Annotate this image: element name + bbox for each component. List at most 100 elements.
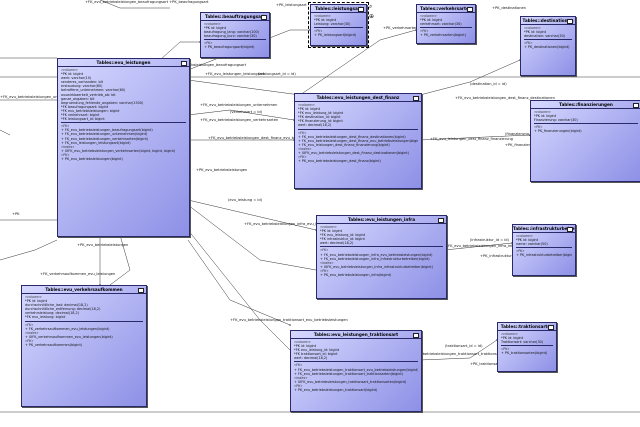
column: *FK evu_leistung: bigint bbox=[25, 315, 66, 320]
column: wert: decimal(18,2) bbox=[320, 241, 354, 246]
table-icon bbox=[413, 95, 419, 101]
stereotype: «column» bbox=[298, 103, 315, 107]
stereotype: «PK» bbox=[420, 29, 429, 34]
edge-label-left-pk: +PK bbox=[12, 212, 20, 216]
operation: + PK_beaufragungsart(bigint) bbox=[204, 45, 255, 50]
column: *FK evu_leistung_id: bigint bbox=[294, 348, 340, 353]
operation: + PK_evu_betriebsleistungen_dest_finanz(… bbox=[298, 159, 381, 164]
operation: + IXFK_evu_betriebsleistungen_verkehrsar… bbox=[61, 148, 176, 153]
stereotype: «FK» bbox=[61, 124, 70, 129]
edge-label-fk-verkehrsarten: +FK_evu_betriebsleistungen_verkehrsarten bbox=[200, 118, 279, 122]
operation: + PK_infrastrukturbetreiber(bigint) bbox=[516, 253, 572, 258]
column: *FK infrastruktur_id: bigint bbox=[320, 237, 365, 242]
stereotype: «column» bbox=[524, 26, 541, 30]
table-icon bbox=[358, 6, 364, 12]
column: *PK id: bigint bbox=[534, 114, 557, 119]
edge-label-fk-traktion: +FK_evu_betriebsleistungen_traktionsart_… bbox=[230, 318, 348, 322]
edge-label-fk-finanzierung: +FK_evu_leistungen_dest_finanz_finanzier… bbox=[430, 137, 513, 141]
table-title: Tables::infrastrukturbetreiber bbox=[513, 226, 575, 233]
stereotype: «PK» bbox=[298, 155, 307, 160]
column: *PK id: bigint bbox=[420, 18, 443, 23]
column: *PK id: bigint bbox=[524, 30, 547, 35]
column: *FK destination_id: bigint bbox=[298, 115, 341, 120]
column: beaufragung_lang: varchar(100) bbox=[204, 30, 259, 35]
table-title: Tables::leistungsart bbox=[311, 5, 366, 13]
stereotype: «PK» bbox=[534, 125, 543, 130]
stereotype: «column» bbox=[320, 225, 337, 229]
table-title: Tables::beauftragungsart bbox=[201, 13, 269, 21]
edge-label-pk-finanzierungen: +PK_finanzierungen bbox=[505, 143, 542, 147]
column: *PK id: bigint bbox=[25, 299, 48, 304]
operation: + IXFK_verkehrsaufkommen_evu_leistungen(… bbox=[25, 334, 113, 339]
operation: + FK_evu_betriebsleistungen_dest_finanz_… bbox=[298, 134, 406, 139]
table-icon bbox=[467, 6, 473, 12]
operation: + PK_verkehrsaufkommen(bigint) bbox=[25, 343, 83, 348]
column: *PK id: bigint bbox=[298, 107, 321, 112]
operation: + FK_verkehrsaufkommen_evu_leistungen(bi… bbox=[25, 326, 110, 331]
stereotype: «FK» bbox=[320, 248, 329, 253]
table-evu-leistungen-dest-finanz[interactable]: Tables::evu_leistungen_dest_finanz «colu… bbox=[294, 93, 422, 189]
table-leistungsart[interactable]: Tables::leistungsart «column» *PK id: bi… bbox=[308, 2, 369, 48]
table-title: Tables::evu_leistungen_dest_finanz bbox=[295, 94, 421, 102]
column: *FK evu_leistung_id: bigint bbox=[298, 111, 344, 116]
operation: + IXFK_evu_betriebsleistungen_dest_finan… bbox=[298, 151, 409, 156]
operation: + PK_traktionsarten(bigint) bbox=[501, 351, 548, 356]
column: *PK id: bigint bbox=[204, 26, 227, 31]
column: name: varchar(50) bbox=[516, 242, 548, 247]
column: *PK id: bigint bbox=[61, 72, 84, 77]
stereotype: «PK» bbox=[320, 268, 329, 273]
edge-label-fk-dest: +FK_evu_betriebsleistungen_dest_finanz_d… bbox=[455, 96, 555, 100]
zoom-icon[interactable]: ⊕ bbox=[369, 13, 375, 20]
stereotype: «PK» bbox=[314, 29, 323, 34]
stereotype: «PK» bbox=[294, 383, 303, 388]
operation: + FK_evu_leistungen_leistungsart(bigint) bbox=[61, 140, 131, 145]
table-title: Tables::evu_leistungen_traktionsart bbox=[291, 331, 421, 339]
search-icon[interactable]: ⌕ bbox=[369, 3, 373, 10]
table-evu-leistungen-infra[interactable]: Tables::evu_leistungen_infra «column» *P… bbox=[316, 215, 447, 299]
edge-label-fk-infra-betreiber: +FK_evu_betriebsleistungen_infra_infrast… bbox=[445, 244, 547, 248]
table-evu-leistungen-traktionsart[interactable]: Tables::evu_leistungen_traktionsart «col… bbox=[290, 330, 422, 412]
operation: + PK_destinationen(bigint) bbox=[524, 45, 570, 50]
edge-label-pk-infra: +PK_infrastrukturbetreiber bbox=[480, 254, 529, 258]
operation: + PK_evu_betriebsleistungen(bigint) bbox=[61, 156, 123, 161]
table-icon bbox=[138, 287, 144, 293]
column: wert: decimal(18,2) bbox=[298, 123, 332, 128]
edge-label-pk-evu-2: +PK_evu_betriebsleistungen bbox=[77, 243, 129, 247]
stereotype: «PK» bbox=[501, 347, 510, 352]
edge-label-fk-verkehrsaufkommen: +FK_verkehrsaufkommen_evu_leistungen bbox=[40, 272, 116, 276]
stereotype: «PK» bbox=[524, 41, 533, 46]
table-verkehrsarten[interactable]: Tables::verkehrsarten «column» *PK id: b… bbox=[416, 4, 476, 44]
operation: + FK_evu_betriebsleistungen_infra_evu_be… bbox=[320, 252, 433, 257]
edge-label-infra-id: (infrastruktur_id = id) bbox=[470, 238, 509, 242]
table-evu-leistungen[interactable]: Tables::evu_leistungen «column» *PK id: … bbox=[57, 58, 190, 237]
column: erstaudung: varchar(60) bbox=[61, 84, 103, 89]
table-beaufragungsart[interactable]: Tables::beauftragungsart «column» *PK id… bbox=[200, 12, 270, 58]
stereotype: «column» bbox=[516, 234, 533, 238]
table-icon bbox=[181, 60, 187, 66]
operation: + PK_verkehrsarten(bigint) bbox=[420, 33, 466, 38]
edge-label-pk-destinationen: +PK_destinationen bbox=[492, 6, 526, 10]
table-traktionsarten[interactable]: Tables::traktionsarten «column» *PK id: … bbox=[497, 322, 557, 372]
edge-label-top: +FK_evu_betriebsleistungen_beaufragungsa… bbox=[85, 0, 209, 4]
stereotype: «FK» bbox=[294, 363, 303, 368]
table-infrastrukturbetreiber[interactable]: Tables::infrastrukturbetreiber «column» … bbox=[512, 224, 576, 276]
stereotype: «PK» bbox=[61, 152, 70, 157]
table-finanzierungen[interactable]: Tables::finanzierungen «column» *PK id: … bbox=[530, 100, 640, 182]
column: durchschnittliche_entfernung: decimal(18… bbox=[25, 307, 101, 312]
column: *PK id: bigint bbox=[516, 238, 539, 243]
edge-label-pk-evu: +PK_evu_betriebsleistungen bbox=[196, 168, 248, 172]
stereotype: «column» bbox=[501, 332, 518, 336]
table-destinationen[interactable]: Tables::destinationen «column» *PK id: b… bbox=[520, 16, 576, 76]
operation: + PK_leistungsart(bigint) bbox=[314, 33, 357, 38]
column: beaufragung_kurz: varchar(30) bbox=[204, 34, 257, 39]
stereotype: «index» bbox=[320, 260, 334, 265]
table-title: Tables::evu_leistungen bbox=[58, 59, 189, 67]
column: destination: varchar(30) bbox=[524, 34, 566, 39]
edge-label-pk-verkehrsarten: +PK_verkehrsarten bbox=[383, 26, 418, 30]
table-evu-verkehrsaufkommen[interactable]: Tables::evu_verkehrsaufkommen «column» *… bbox=[21, 285, 147, 407]
table-title: Tables::verkehrsarten bbox=[417, 5, 475, 13]
column: *PK id: bigint bbox=[294, 344, 317, 349]
table-title: Tables::evu_leistungen_infra bbox=[317, 216, 446, 224]
table-icon bbox=[413, 332, 419, 338]
